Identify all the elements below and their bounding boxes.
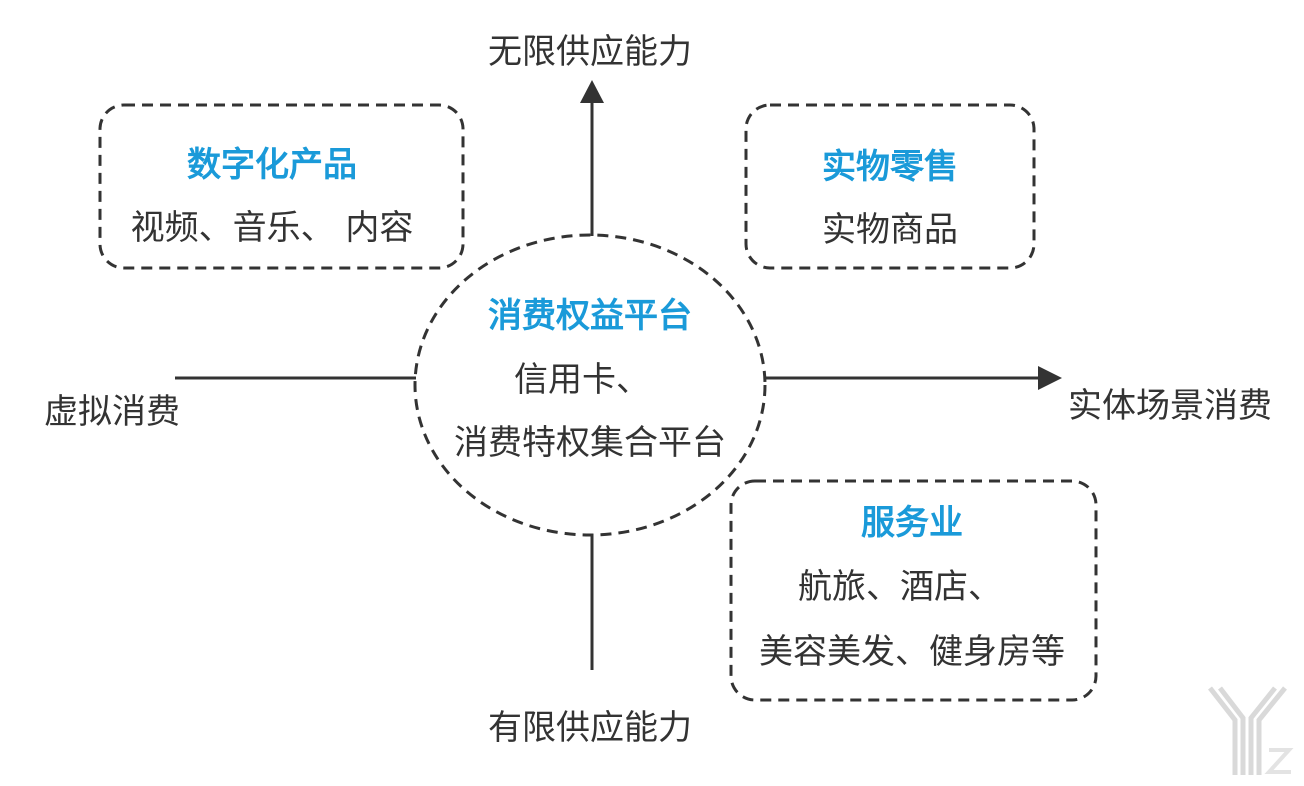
bottom-axis-label: 有限供应能力 — [488, 708, 692, 748]
watermark-logo — [1208, 686, 1294, 775]
top-left-box-title: 数字化产品 — [187, 145, 357, 185]
center-line-1: 信用卡、 — [514, 360, 650, 400]
top-right-box-line-1: 实物商品 — [822, 210, 958, 250]
top-left-box-line-1: 视频、音乐、 内容 — [130, 208, 414, 248]
center-title: 消费权益平台 — [488, 296, 692, 336]
center-line-2: 消费特权集合平台 — [454, 423, 726, 463]
right-axis-label: 实体场景消费 — [1068, 386, 1272, 426]
top-right-box-title: 实物零售 — [822, 147, 958, 187]
top-axis-label: 无限供应能力 — [488, 32, 692, 72]
up-arrowhead — [580, 80, 604, 103]
bottom-right-box-line-2: 美容美发、健身房等 — [759, 632, 1065, 672]
center-dashed-circle — [413, 233, 767, 537]
bottom-right-dashed-box — [729, 479, 1098, 702]
bottom-right-box-title: 服务业 — [861, 503, 963, 543]
bottom-right-box-line-1: 航旅、酒店、 — [798, 567, 1002, 607]
right-arrowhead — [1038, 366, 1062, 390]
top-right-dashed-box — [744, 103, 1036, 270]
left-axis-label: 虚拟消费 — [44, 392, 180, 432]
